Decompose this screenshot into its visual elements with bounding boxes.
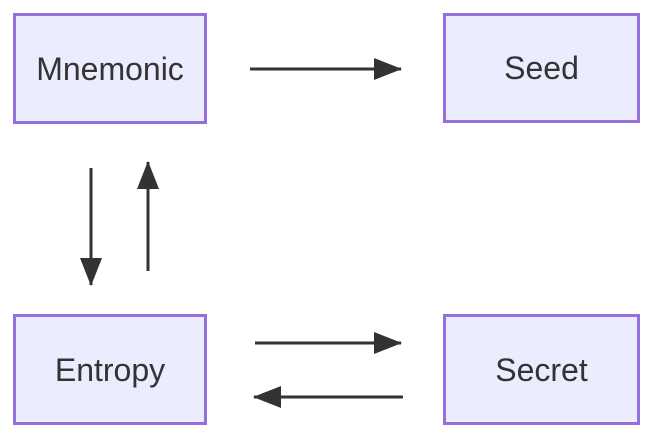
node-mnemonic-label: Mnemonic: [36, 50, 184, 87]
node-mnemonic: Mnemonic: [13, 13, 207, 124]
node-secret: Secret: [443, 314, 640, 425]
node-seed: Seed: [443, 13, 640, 123]
node-secret-label: Secret: [495, 351, 588, 388]
node-entropy-label: Entropy: [54, 351, 166, 388]
node-seed-label: Seed: [504, 50, 579, 86]
node-entropy: Entropy: [13, 314, 207, 425]
